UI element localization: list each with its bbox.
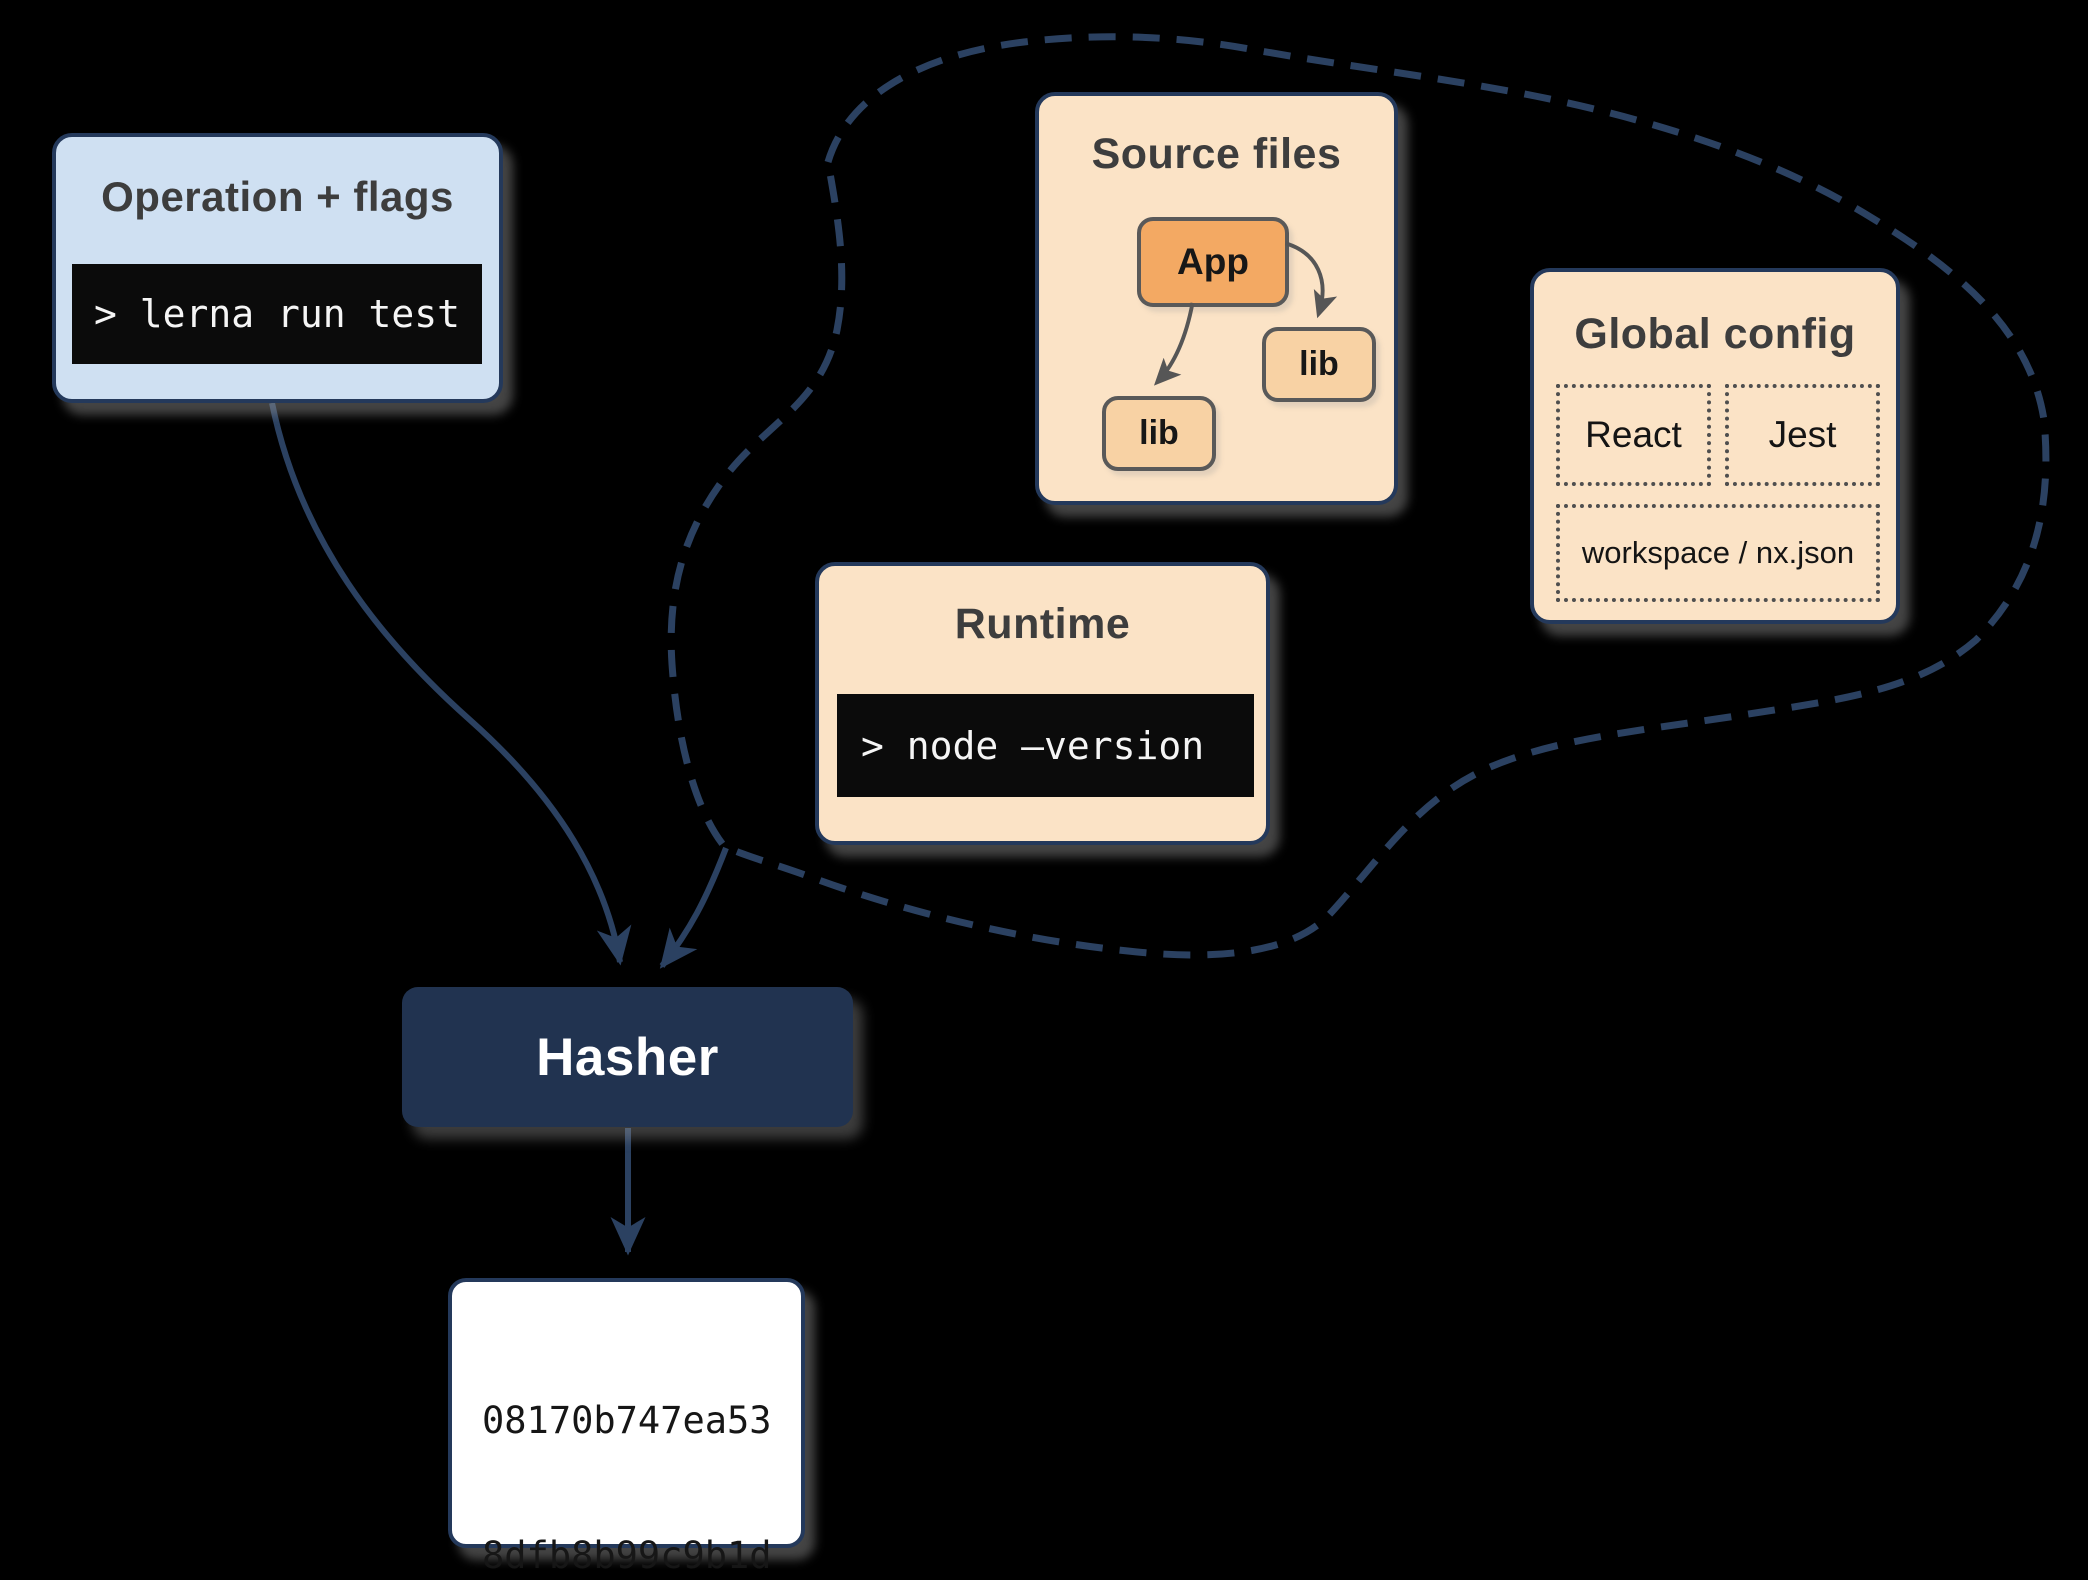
arrow-app-to-lib-left xyxy=(1153,302,1195,386)
operation-terminal: > lerna run test xyxy=(72,264,482,364)
hash-output-lines: 08170b747ea53 8dfb8b99c9b1d ae8677e8f8bd… xyxy=(482,1308,801,1580)
arrow-cloud-to-hasher xyxy=(659,846,729,969)
lib-node-left-label: lib xyxy=(1139,414,1179,452)
hash-output-box: 08170b747ea53 8dfb8b99c9b1d ae8677e8f8bd… xyxy=(448,1278,805,1577)
app-node-label: App xyxy=(1177,241,1249,282)
arrow-app-to-lib-right xyxy=(1284,241,1338,319)
runtime-terminal: > node –version xyxy=(837,694,1254,797)
config-item-workspace-label: workspace / nx.json xyxy=(1581,535,1855,570)
config-item-workspace: workspace / nx.json xyxy=(1556,504,1880,602)
config-item-jest: Jest xyxy=(1725,384,1880,486)
hasher-label: Hasher xyxy=(536,1027,719,1087)
hash-line: 8dfb8b99c9b1d xyxy=(482,1534,772,1577)
global-config-title: Global config xyxy=(1574,310,1856,358)
config-item-react-label: React xyxy=(1585,414,1682,455)
source-files-title: Source files xyxy=(1091,130,1342,178)
global-config-panel: Global config React Jest workspace / nx.… xyxy=(1530,268,1900,624)
runtime-title: Runtime xyxy=(954,600,1131,648)
hash-line: 08170b747ea53 xyxy=(482,1399,772,1442)
operation-flags-title: Operation + flags xyxy=(101,173,454,220)
runtime-command-text: > node –version xyxy=(861,723,1205,768)
config-item-jest-label: Jest xyxy=(1768,414,1837,455)
config-item-react: React xyxy=(1556,384,1711,486)
app-node: App xyxy=(1137,217,1289,307)
lib-node-right-label: lib xyxy=(1299,345,1339,383)
operation-flags-panel: Operation + flags > lerna run test xyxy=(52,133,503,403)
lib-node-left: lib xyxy=(1102,396,1216,471)
operation-command-text: > lerna run test xyxy=(94,292,461,336)
lib-node-right: lib xyxy=(1262,327,1376,402)
source-files-panel: Source files App lib lib xyxy=(1035,92,1398,505)
arrow-operation-to-hasher xyxy=(269,402,632,966)
runtime-panel: Runtime > node –version xyxy=(815,562,1270,845)
hasher-box: Hasher xyxy=(402,987,853,1127)
